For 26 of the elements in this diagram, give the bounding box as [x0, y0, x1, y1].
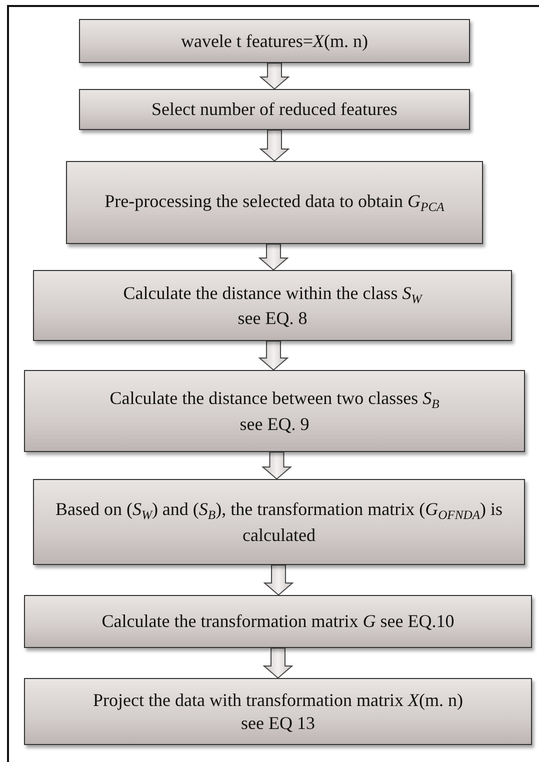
step-text: see EQ 13	[241, 712, 315, 734]
step-text: wavele t features=X(m. n)	[180, 30, 368, 52]
process-box	[24, 678, 532, 745]
step-text: Based on (S$_{W}$) and (S$_{B}$), the transformation matrix (G$_{OFNDA}$) is calculated	[54, 498, 504, 546]
process-box	[79, 89, 470, 130]
step-text: Calculate the distance between two classes S$_{B}$	[110, 387, 440, 412]
process-box	[24, 595, 532, 648]
step-text: see EQ. 8	[238, 307, 308, 330]
step-text: Pre-processing the selected data to obtain G$_{PCA}$	[104, 190, 444, 216]
step-text: Calculate the distance within the class S$_{W}$	[123, 282, 422, 307]
block-arrow	[263, 564, 294, 596]
block-arrow	[262, 648, 294, 679]
process-box	[24, 370, 525, 452]
process-box	[66, 161, 483, 244]
block-arrow	[261, 452, 292, 480]
block-arrow	[259, 62, 290, 90]
process-box	[79, 19, 470, 63]
block-arrow	[259, 130, 290, 162]
process-box	[33, 270, 512, 341]
step-text: Calculate the transformation matrix G see EQ.10	[102, 610, 454, 633]
block-arrow	[258, 244, 289, 271]
step-text: see EQ. 9	[240, 412, 310, 435]
block-arrow	[258, 340, 289, 371]
step-text: Select number of reduced features	[152, 98, 398, 121]
step-text: Project the data with transformation matrix X(m. n)	[93, 689, 463, 712]
process-box	[33, 479, 525, 565]
